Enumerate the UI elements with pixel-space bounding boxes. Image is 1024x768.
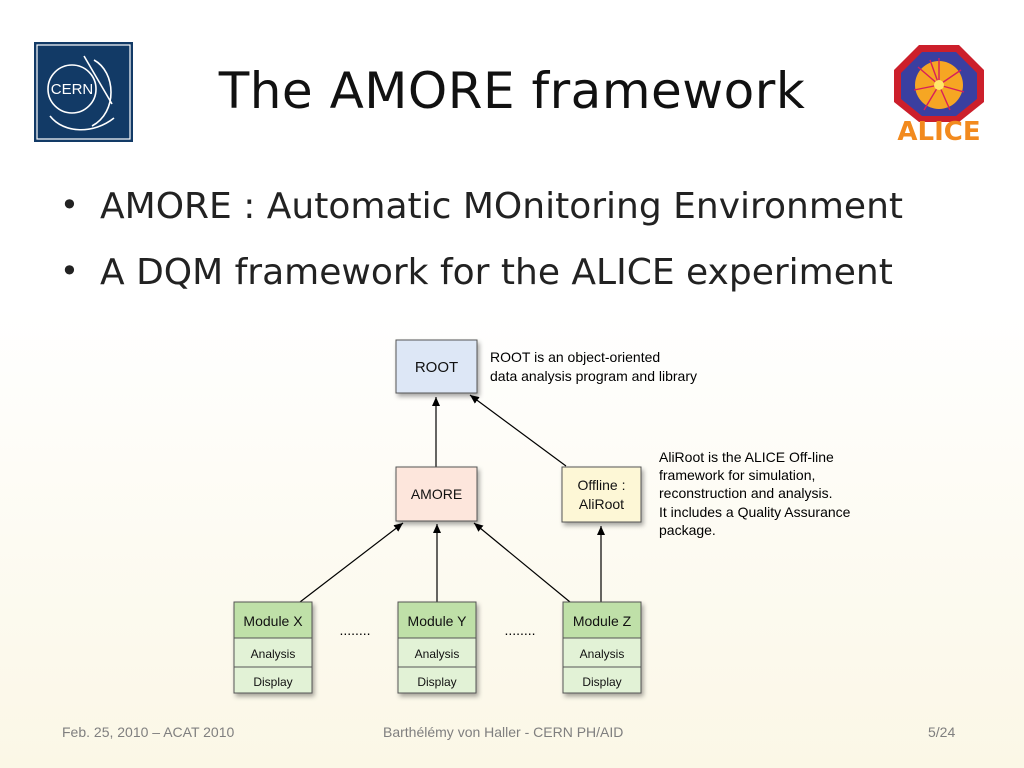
slide-title: The AMORE framework [218, 62, 806, 120]
module-display: Display [253, 675, 292, 689]
arrow-modz-amore [473, 522, 571, 603]
module-title: Module Z [573, 613, 632, 629]
offline-note-line5: package. [659, 522, 716, 538]
module-z: Module Z Analysis Display [562, 601, 642, 694]
module-analysis: Analysis [415, 647, 460, 661]
module-ellipsis: ........ [504, 622, 535, 638]
bullet-dot: • [60, 186, 79, 224]
svg-text:ALICE: ALICE [897, 117, 980, 145]
footer-date: Feb. 25, 2010 – ACAT 2010 [62, 724, 235, 740]
footer-page-number: 5/24 [928, 724, 956, 740]
module-x: Module X Analysis Display [233, 601, 313, 694]
amore-node [395, 466, 478, 522]
offline-node [561, 466, 642, 523]
bullet-item: • AMORE : Automatic MOnitoring Environmen… [60, 186, 903, 252]
offline-note-line4: It includes a Quality Assurance [659, 504, 851, 520]
offline-note-line2: framework for simulation, [659, 467, 815, 483]
svg-text:CERN: CERN [51, 81, 94, 98]
bullet-item: • A DQM framework for the ALICE experimen… [60, 252, 903, 318]
dependency-arrows [299, 394, 605, 603]
module-title: Module X [243, 613, 303, 629]
module-analysis: Analysis [580, 647, 625, 661]
arrow-offline-root [469, 394, 567, 467]
bullet-list: • AMORE : Automatic MOnitoring Environmen… [60, 186, 903, 318]
bullet-text: AMORE : Automatic MOnitoring Environment [100, 186, 904, 227]
module-y: Module Y Analysis Display [397, 601, 477, 694]
alice-logo: ALICE [894, 45, 984, 145]
offline-note-line3: reconstruction and analysis. [659, 485, 833, 501]
offline-note-line1: AliRoot is the ALICE Off-line [659, 449, 834, 465]
root-note-line2: data analysis program and library [490, 368, 697, 384]
arrow-modx-amore [299, 522, 404, 603]
bullet-text: A DQM framework for the ALICE experiment [100, 252, 893, 293]
offline-label-line1: Offline : [578, 477, 626, 493]
offline-label-line2: AliRoot [579, 496, 624, 512]
amore-label: AMORE [411, 486, 462, 502]
footer-author: Barthélémy von Haller - CERN PH/AID [383, 724, 624, 740]
root-note-line1: ROOT is an object-oriented [490, 349, 660, 365]
bullet-dot: • [60, 252, 79, 290]
module-analysis: Analysis [251, 647, 296, 661]
root-node [395, 339, 478, 394]
root-label: ROOT [415, 359, 458, 376]
module-title: Module Y [408, 613, 468, 629]
module-display: Display [582, 675, 621, 689]
module-display: Display [417, 675, 456, 689]
module-ellipsis: ........ [339, 622, 370, 638]
cern-logo: CERN [34, 42, 133, 142]
